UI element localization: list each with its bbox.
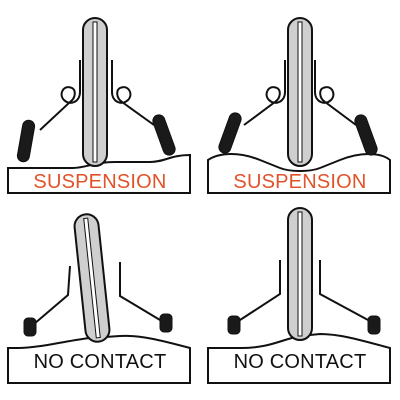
base-block: [207, 332, 391, 384]
wheel-stripe: [297, 211, 303, 337]
panel-no-contact-right: NO CONTACT: [200, 200, 400, 400]
no-contact-illustration-left: [7, 213, 191, 384]
left-spring-arm: [243, 60, 286, 126]
right-arm: [319, 260, 369, 321]
right-pad: [152, 114, 176, 156]
left-pad: [218, 112, 242, 154]
suspension-illustration-right: [207, 17, 391, 194]
panel-label: SUSPENSION: [233, 171, 367, 193]
wheel-stripe: [297, 21, 303, 163]
panel-label: SUSPENSION: [33, 171, 167, 193]
right-spring-arm: [314, 60, 357, 126]
wheel-stripe: [92, 21, 98, 163]
right-spring-arm: [111, 60, 155, 126]
suspension-illustration-left: [7, 17, 191, 194]
left-arm: [239, 260, 281, 321]
right-pad: [159, 313, 173, 333]
base-block: [7, 153, 191, 194]
panel-label: NO CONTACT: [233, 351, 367, 373]
right-arm: [119, 262, 161, 321]
base-block: [207, 153, 391, 194]
left-pad: [23, 317, 37, 337]
panel-label: NO CONTACT: [33, 351, 167, 373]
left-pad: [227, 315, 241, 335]
wheel-stripe: [83, 217, 101, 339]
left-pad: [16, 119, 36, 163]
panel-suspension-left: SUSPENSION: [0, 0, 200, 200]
no-contact-illustration-right: [207, 207, 391, 384]
panel-suspension-right: SUSPENSION: [200, 0, 400, 200]
panel-no-contact-left: NO CONTACT: [0, 200, 200, 400]
right-pad: [354, 114, 378, 156]
left-spring-arm: [39, 60, 81, 131]
right-pad: [367, 315, 381, 335]
left-arm: [33, 265, 71, 325]
